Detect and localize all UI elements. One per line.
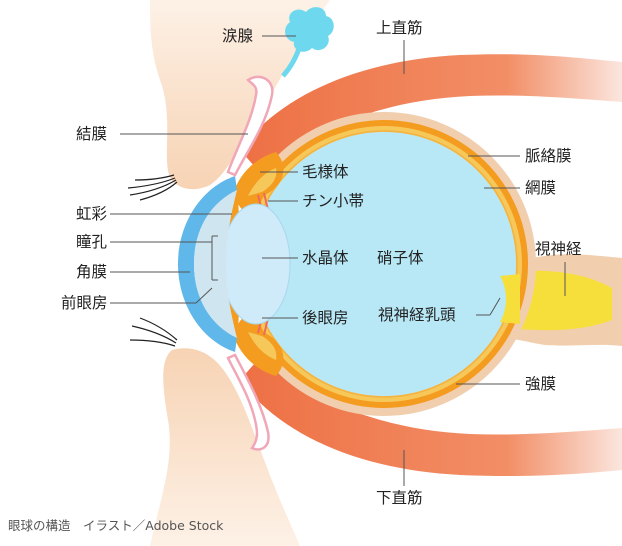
optic-disc	[500, 274, 520, 324]
superior-rectus-muscle	[240, 54, 622, 175]
label-choroid: 脈絡膜	[525, 147, 572, 165]
label-lacrimal-gland: 涙腺	[222, 27, 254, 45]
label-retina: 網膜	[525, 179, 557, 197]
label-superior-rectus: 上直筋	[376, 19, 423, 37]
conjunctiva-upper	[226, 75, 274, 177]
label-pupil: 瞳孔	[76, 233, 108, 251]
label-zonule: チン小帯	[302, 192, 365, 210]
label-vitreous: 硝子体	[377, 249, 424, 267]
leader-lines	[110, 35, 566, 486]
crystalline-lens	[221, 203, 291, 325]
label-inferior-rectus: 下直筋	[376, 489, 423, 507]
image-caption: 眼球の構造 イラスト／Adobe Stock	[8, 518, 224, 533]
lower-eyelashes	[129, 317, 178, 347]
upper-eyelashes	[127, 174, 178, 201]
lower-eyelid	[150, 348, 300, 546]
vitreous-body	[252, 132, 516, 396]
label-sclera: 強膜	[525, 375, 557, 393]
label-anterior-chamber: 前眼房	[61, 294, 108, 312]
label-ciliary-body: 毛様体	[302, 163, 349, 181]
label-posterior-chamber: 後眼房	[302, 309, 349, 327]
inferior-rectus-muscle	[240, 355, 622, 477]
label-iris: 虹彩	[76, 205, 108, 223]
upper-eyelid	[150, 0, 330, 190]
lacrimal-gland	[281, 7, 334, 78]
conjunctiva-lower	[226, 353, 270, 451]
label-optic-disc: 視神経乳頭	[378, 306, 456, 324]
label-lens: 水晶体	[302, 249, 349, 267]
label-conjunctiva: 結膜	[76, 125, 108, 143]
cornea-layer	[178, 176, 237, 352]
label-cornea: 角膜	[76, 263, 108, 281]
label-optic-nerve: 視神経	[535, 240, 582, 258]
